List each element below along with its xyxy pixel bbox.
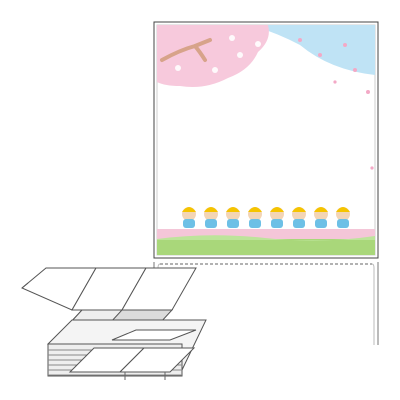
child xyxy=(248,207,262,228)
cherry-blossom-canopy xyxy=(157,25,269,87)
child xyxy=(204,207,218,228)
child xyxy=(314,207,328,228)
petals xyxy=(175,35,261,73)
child xyxy=(336,207,350,228)
sky-area xyxy=(250,25,375,75)
kindergarten-children xyxy=(182,207,350,228)
fanfold-label-stack-icon xyxy=(21,267,207,380)
label-artwork xyxy=(156,24,376,256)
child xyxy=(270,207,284,228)
falling-petals xyxy=(298,38,374,170)
child xyxy=(182,207,196,228)
grass-strip xyxy=(157,239,375,255)
pink-path xyxy=(157,229,375,239)
child xyxy=(226,207,240,228)
cherry-branch xyxy=(160,38,212,62)
child xyxy=(292,207,306,228)
